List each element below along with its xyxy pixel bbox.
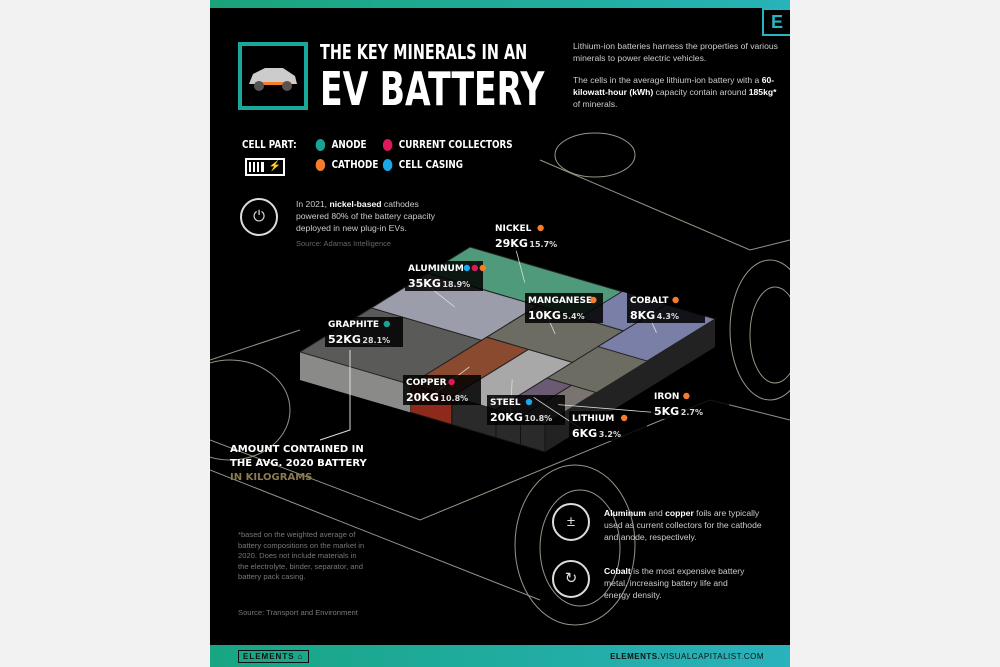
legend-item-cathode: CATHODE: [315, 158, 378, 171]
front-wheel-rim: [539, 489, 621, 607]
car-illustration-frame: [238, 42, 308, 110]
cell-casing-dot-icon: [382, 158, 393, 171]
title-line-2: EV BATTERY: [320, 62, 545, 116]
anode-dot-icon: [315, 138, 326, 151]
amount-axis-label: AMOUNT CONTAINED IN THE AVG. 2020 BATTERY…: [230, 444, 368, 483]
legend-item-anode: ANODE: [315, 138, 367, 151]
kg-value: 29KG: [495, 237, 528, 250]
cell-part-dot-icon: [621, 414, 628, 422]
intro-paragraph-2: The cells in the average lithium-ion bat…: [573, 75, 777, 109]
fact-current-collectors: Aluminum and copper foils are typically …: [604, 508, 762, 542]
label-leader-line: [514, 245, 526, 283]
front-wheel-outline: [514, 464, 636, 626]
kg-value: 6KG: [572, 427, 597, 440]
car-icon: [249, 68, 297, 91]
kg-value: 10KG: [528, 309, 561, 322]
intro-text: Lithium-ion batteries harness the proper…: [573, 40, 783, 120]
graphite-side-face: [300, 352, 411, 413]
source-note: Source: Transport and Environment: [238, 607, 358, 617]
cell-part-dot-icon: [479, 264, 486, 272]
axis-label-line1: AMOUNT CONTAINED IN: [230, 444, 364, 455]
ev-plug-icon: ⏻: [240, 198, 278, 236]
cell-part-dot-icon: [537, 224, 544, 232]
percent-value: 15.7%: [529, 240, 557, 249]
elements-logo[interactable]: E: [762, 8, 790, 36]
current-collectors-dot-icon: [382, 138, 393, 151]
kg-value: 5KG: [654, 405, 679, 418]
graphite-name-label: GRAPHITE: [328, 320, 379, 330]
manganese-extension: [547, 346, 647, 393]
cell-part-dot-icon: [525, 398, 533, 406]
percent-value: 5.4%: [562, 312, 584, 321]
rear-wheel-rim: [749, 286, 790, 384]
copper-name-label: COPPER: [406, 378, 447, 388]
kg-value: 20KG: [406, 391, 439, 404]
percent-value: 10.8%: [440, 394, 468, 403]
cell-part-dot-icon: [383, 320, 390, 328]
percent-value: 3.2%: [599, 430, 621, 439]
legend-item-current-collectors: CURRENT COLLECTORS: [382, 138, 513, 151]
recharge-icon: ↻: [552, 560, 590, 598]
axis-label-line2: THE AVG. 2020 BATTERY: [230, 458, 368, 469]
percent-value: 2.7%: [681, 408, 703, 417]
cell-part-dot-icon: [448, 378, 455, 386]
cell-part-dot-icon: [683, 392, 690, 400]
title-line-1: THE KEY MINERALS IN AN: [320, 40, 528, 64]
footer-url[interactable]: ELEMENTS.VISUALCAPITALIST.COM: [610, 652, 764, 661]
elements-brand-logo[interactable]: ELEMENTS ⌂: [238, 650, 309, 663]
cell-part-dot-icon: [672, 296, 679, 304]
footnote: *based on the weighted average of batter…: [238, 530, 368, 618]
axis-leader-line: [319, 350, 351, 441]
iron-name-label: IRON: [654, 392, 679, 402]
cell-part-dot-icon: [471, 264, 478, 272]
kg-value: 8KG: [630, 309, 655, 322]
cell-part-dot-icon: [590, 296, 597, 304]
battery-icon: ⚡: [245, 158, 285, 176]
manganese-name-label: MANGANESE: [528, 296, 592, 306]
kg-value: 20KG: [490, 411, 523, 424]
top-accent-bar: [210, 0, 790, 8]
steel-name-label: STEEL: [490, 398, 521, 408]
intro-paragraph-1: Lithium-ion batteries harness the proper…: [573, 41, 778, 63]
rear-left-wheel-outline: [554, 132, 636, 178]
cobalt-name-label: COBALT: [630, 296, 669, 306]
percent-value: 10.8%: [524, 414, 552, 423]
kg-value: 35KG: [408, 277, 441, 290]
legend-item-cell-casing: CELL CASING: [382, 158, 463, 171]
footer-bar: [210, 645, 790, 667]
percent-value: 28.1%: [362, 336, 390, 345]
car-chassis-outline: [210, 132, 790, 626]
lithium-name-label: LITHIUM: [572, 414, 614, 424]
nickel-name-label: NICKEL: [495, 224, 532, 234]
front-left-wheel-outline: [210, 359, 291, 461]
nickel-note-source: Source: Adamas Intelligence: [296, 239, 392, 248]
cathode-dot-icon: [315, 158, 326, 171]
battery-terminals-icon: ±: [552, 503, 590, 541]
legend-title: CELL PART:: [242, 138, 297, 151]
fact-cobalt: Cobalt is the most expensive battery met…: [604, 566, 745, 600]
percent-value: 4.3%: [657, 312, 679, 321]
kg-value: 52KG: [328, 333, 361, 346]
page-title: THE KEY MINERALS IN AN EV BATTERY: [320, 40, 544, 114]
rear-wheel-outline: [729, 259, 790, 401]
axis-label-unit: IN KILOGRAMS: [230, 472, 312, 483]
aluminum-name-label: ALUMINUM: [408, 264, 464, 274]
cell-part-dot-icon: [463, 264, 470, 272]
percent-value: 18.9%: [442, 280, 470, 289]
nickel-note: In 2021, nickel-based cathodes powered 8…: [296, 198, 446, 250]
